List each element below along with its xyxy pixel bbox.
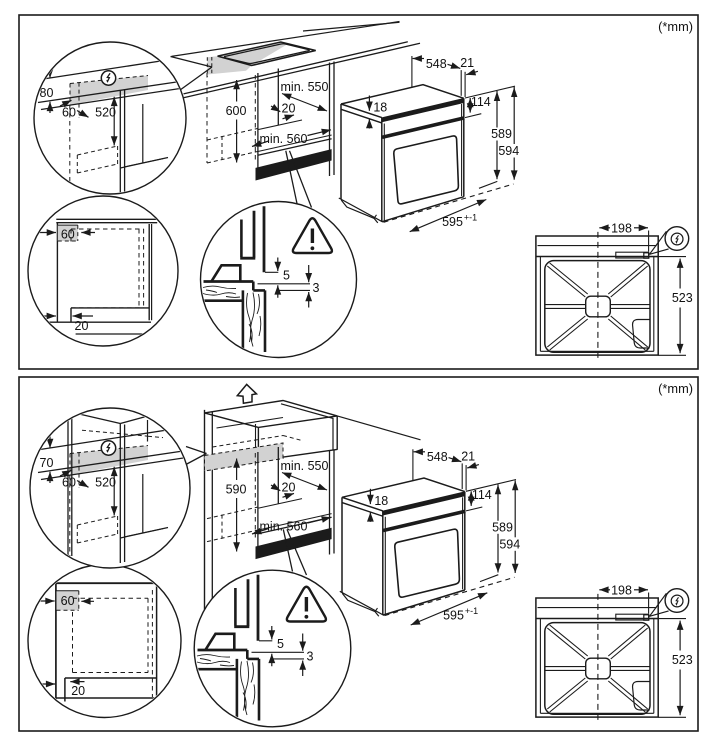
svg-text:20: 20 (71, 684, 85, 698)
svg-text:80: 80 (40, 86, 54, 100)
svg-text:(*mm): (*mm) (658, 381, 693, 396)
svg-text:20: 20 (282, 102, 296, 116)
svg-text:(*mm): (*mm) (658, 19, 693, 34)
svg-text:20: 20 (282, 481, 296, 495)
svg-text:600: 600 (226, 104, 247, 118)
svg-text:60: 60 (61, 594, 75, 608)
svg-text:70: 70 (40, 456, 54, 470)
svg-text:590: 590 (226, 482, 247, 496)
svg-text:min. 550: min. 550 (281, 80, 329, 94)
svg-text:min. 550: min. 550 (281, 459, 329, 473)
svg-text:min. 560: min. 560 (260, 520, 308, 534)
svg-text:min. 560: min. 560 (260, 132, 308, 146)
